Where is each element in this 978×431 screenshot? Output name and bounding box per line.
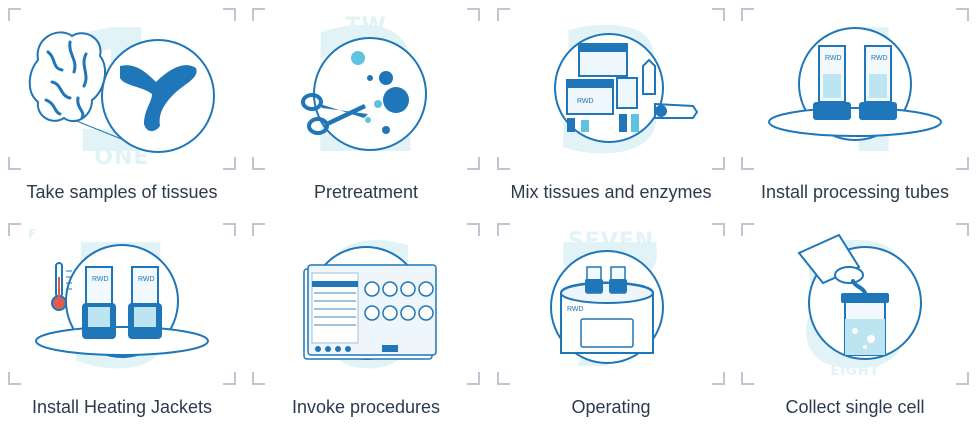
brain-tissue-sample-icon [28,31,215,153]
step-card-6: 6 Invoke procedures [244,215,488,430]
frame-corner [956,372,969,385]
instrument-brand-label: RWD [567,306,584,313]
tube-brand-label: RWD [871,55,888,62]
step-caption: Invoke procedures [291,397,441,417]
tube-brand-label: RWD [92,276,109,283]
frame-corner [223,372,236,385]
tube-brand-label: RWD [825,55,842,62]
frame-corner [223,223,236,236]
step-caption: Install processing tubes [760,182,950,202]
card-frame: 4 RWD RWD [741,8,969,178]
frame-corner [8,157,21,170]
frame-corner [741,157,754,170]
instrument-icon: RWD [550,250,664,364]
step-word-watermark: TW [345,14,387,39]
frame-corner [741,8,754,21]
card-frame: 5 F RWD RWD [8,223,236,393]
frame-corner [8,372,21,385]
frame-corner [712,157,725,170]
frame-corner [741,372,754,385]
frame-corner [8,8,21,21]
frame-corner [956,157,969,170]
step-card-2: 2 TW Pretreatment [244,0,488,215]
step-caption: Install Heating Jackets [31,397,213,417]
frame-corner [497,372,510,385]
frame-corner [467,372,480,385]
scissors-cells-icon [301,37,427,151]
step-card-4: 4 RWD RWD Install processing tubes [733,0,977,215]
frame-corner [741,223,754,236]
frame-corner [467,8,480,21]
software-screen-icon [303,246,437,360]
step-caption: Take samples of tissues [26,182,218,202]
frame-corner [8,223,21,236]
step-caption: Collect single cell [785,397,925,417]
step-word-watermark: EIGHT [830,364,880,379]
frame-corner [497,223,510,236]
card-frame: 7 SEVEN RWD [497,223,725,393]
step-card-7: 7 SEVEN RWD Operating [489,215,733,430]
pour-tube-icon [797,233,922,360]
step-word-watermark: SEVEN [567,229,655,254]
frame-corner [252,8,265,21]
step-caption: Pretreatment [313,182,419,202]
step-card-1: 1 ONE Take samples of tissues [0,0,244,215]
reagent-kit-icon: RWD [554,33,699,143]
frame-corner [252,223,265,236]
processing-tubes-icon: RWD RWD [768,27,942,141]
step-card-5: 5 F RWD RWD Install Heating Jackets [0,215,244,430]
step-card-3: 3 RWD Mix tissues and enzymes [489,0,733,215]
card-frame: 1 ONE [8,8,236,178]
tube-brand-label: RWD [138,276,155,283]
frame-corner [223,157,236,170]
card-frame: 2 TW [252,8,480,178]
frame-corner [956,223,969,236]
card-frame: 8 EIGHT [741,223,969,393]
kit-brand-label: RWD [577,98,594,105]
frame-corner [252,372,265,385]
step-caption: Mix tissues and enzymes [510,182,712,202]
step-caption: Operating [571,397,651,417]
frame-corner [223,8,236,21]
frame-corner [497,157,510,170]
frame-corner [956,8,969,21]
frame-corner [467,157,480,170]
card-frame: 3 RWD [497,8,725,178]
step-word-watermark: F [28,227,38,241]
frame-corner [467,223,480,236]
frame-corner [712,8,725,21]
frame-corner [252,157,265,170]
frame-corner [497,8,510,21]
card-frame: 6 [252,223,480,393]
frame-corner [712,223,725,236]
step-card-8: 8 EIGHT Collect single cell [733,215,977,430]
frame-corner [712,372,725,385]
heating-jackets-icon: RWD RWD [35,244,209,358]
